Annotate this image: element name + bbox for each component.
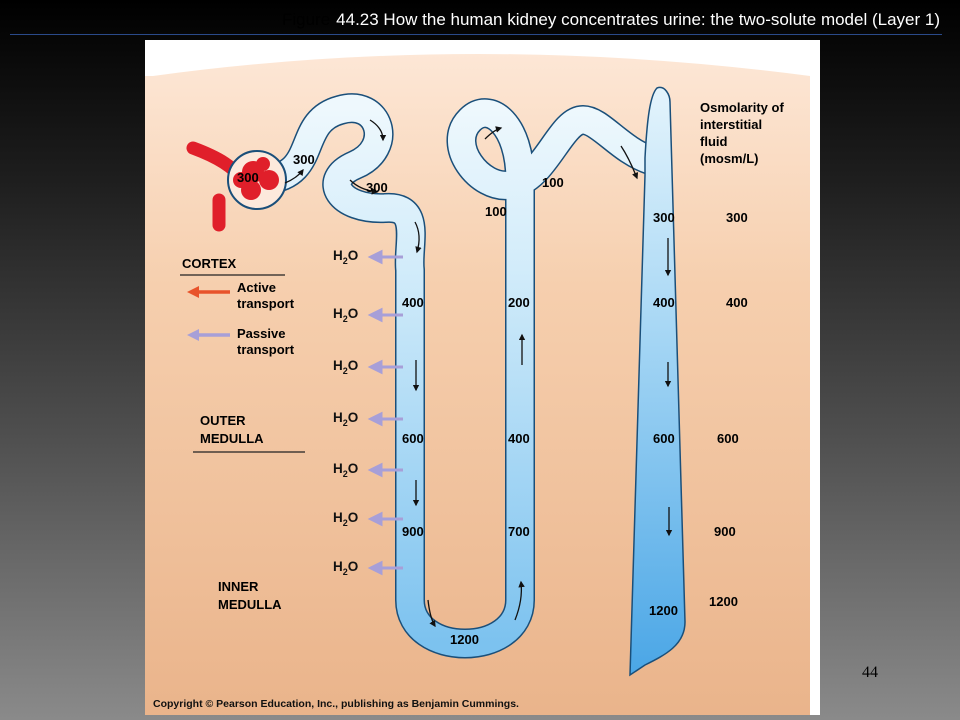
svg-text:300: 300 [726,210,748,225]
svg-text:600: 600 [717,431,739,446]
distal-value: 100 [542,175,564,190]
water-arrow-1 [367,249,403,265]
outer-medulla-label-2: MEDULLA [200,431,264,446]
ascending-value-2: 400 [508,431,530,446]
collecting-value-4: 1200 [649,603,678,618]
interstitial-values: 300 400 600 900 1200 [709,210,748,609]
collecting-value-1: 300 [653,210,675,225]
h2o-label: H2O [333,559,358,577]
water-arrow-3 [367,359,403,375]
legend-passive-2: transport [237,342,295,357]
legend-passive-1: Passive [237,326,285,341]
proximal-exit-value: 300 [366,180,388,195]
outer-medulla-label-1: OUTER [200,413,246,428]
svg-text:(mosm/L): (mosm/L) [700,151,759,166]
h2o-label: H2O [333,410,358,428]
glomerulus [233,157,279,200]
h2o-label: H2O [333,248,358,266]
descending-value-3: 900 [402,524,424,539]
figure-caption: 44.23 How the human kidney concentrates … [336,10,940,29]
ascending-value-1: 700 [508,524,530,539]
active-transport-icon [187,286,230,298]
water-arrow-5 [367,462,403,478]
water-arrow-2 [367,307,403,323]
kidney-diagram: H2O H2O H2O H2O H2O H2O H2O CORTEX OUTER… [145,54,810,715]
loop-bottom-value: 1200 [450,632,479,647]
h2o-label: H2O [333,510,358,528]
glomerulus-value: 300 [237,170,259,185]
kidney-figure: H2O H2O H2O H2O H2O H2O H2O CORTEX OUTER… [145,40,820,715]
descending-value-1: 400 [402,295,424,310]
h2o-label: H2O [333,358,358,376]
descending-value-2: 600 [402,431,424,446]
figure-label: Figure [281,10,331,29]
inner-medulla-label-2: MEDULLA [218,597,282,612]
water-arrow-4 [367,411,403,427]
h2o-labels: H2O H2O H2O H2O H2O H2O H2O [333,248,358,577]
water-arrow-6 [367,511,403,527]
copyright-line: Copyright © Pearson Education, Inc., pub… [153,698,519,710]
h2o-label: H2O [333,461,358,479]
water-arrows [367,249,403,576]
legend-active-1: Active [237,280,276,295]
svg-text:fluid: fluid [700,134,727,149]
nephron-tubule-lumen [251,94,664,657]
proximal-value: 300 [293,152,315,167]
slide-title: Figure 44.23 How the human kidney concent… [0,10,940,30]
collecting-value-2: 400 [653,295,675,310]
cortex-label: CORTEX [182,256,237,271]
svg-text:interstitial: interstitial [700,117,762,132]
ascending-value-4: 100 [485,204,507,219]
passive-transport-icon [187,329,230,341]
svg-text:400: 400 [726,295,748,310]
ascending-value-3: 200 [508,295,530,310]
tubule-osmolarity-values: 300 300 300 400 600 900 1200 700 400 200… [237,152,678,647]
collecting-duct [629,86,686,677]
collecting-value-3: 600 [653,431,675,446]
svg-text:900: 900 [714,524,736,539]
svg-text:1200: 1200 [709,594,738,609]
legend-active-2: transport [237,296,295,311]
inner-medulla-label-1: INNER [218,579,259,594]
osmolarity-heading: Osmolarity of interstitial fluid (mosm/L… [700,100,784,166]
h2o-label: H2O [333,306,358,324]
flow-arrows [284,119,673,628]
water-arrow-7 [367,560,403,576]
transport-legend: Active transport Passive transport [187,280,295,357]
title-rule [10,34,942,35]
page-number: 44 [862,664,878,681]
svg-text:Osmolarity of: Osmolarity of [700,100,784,115]
